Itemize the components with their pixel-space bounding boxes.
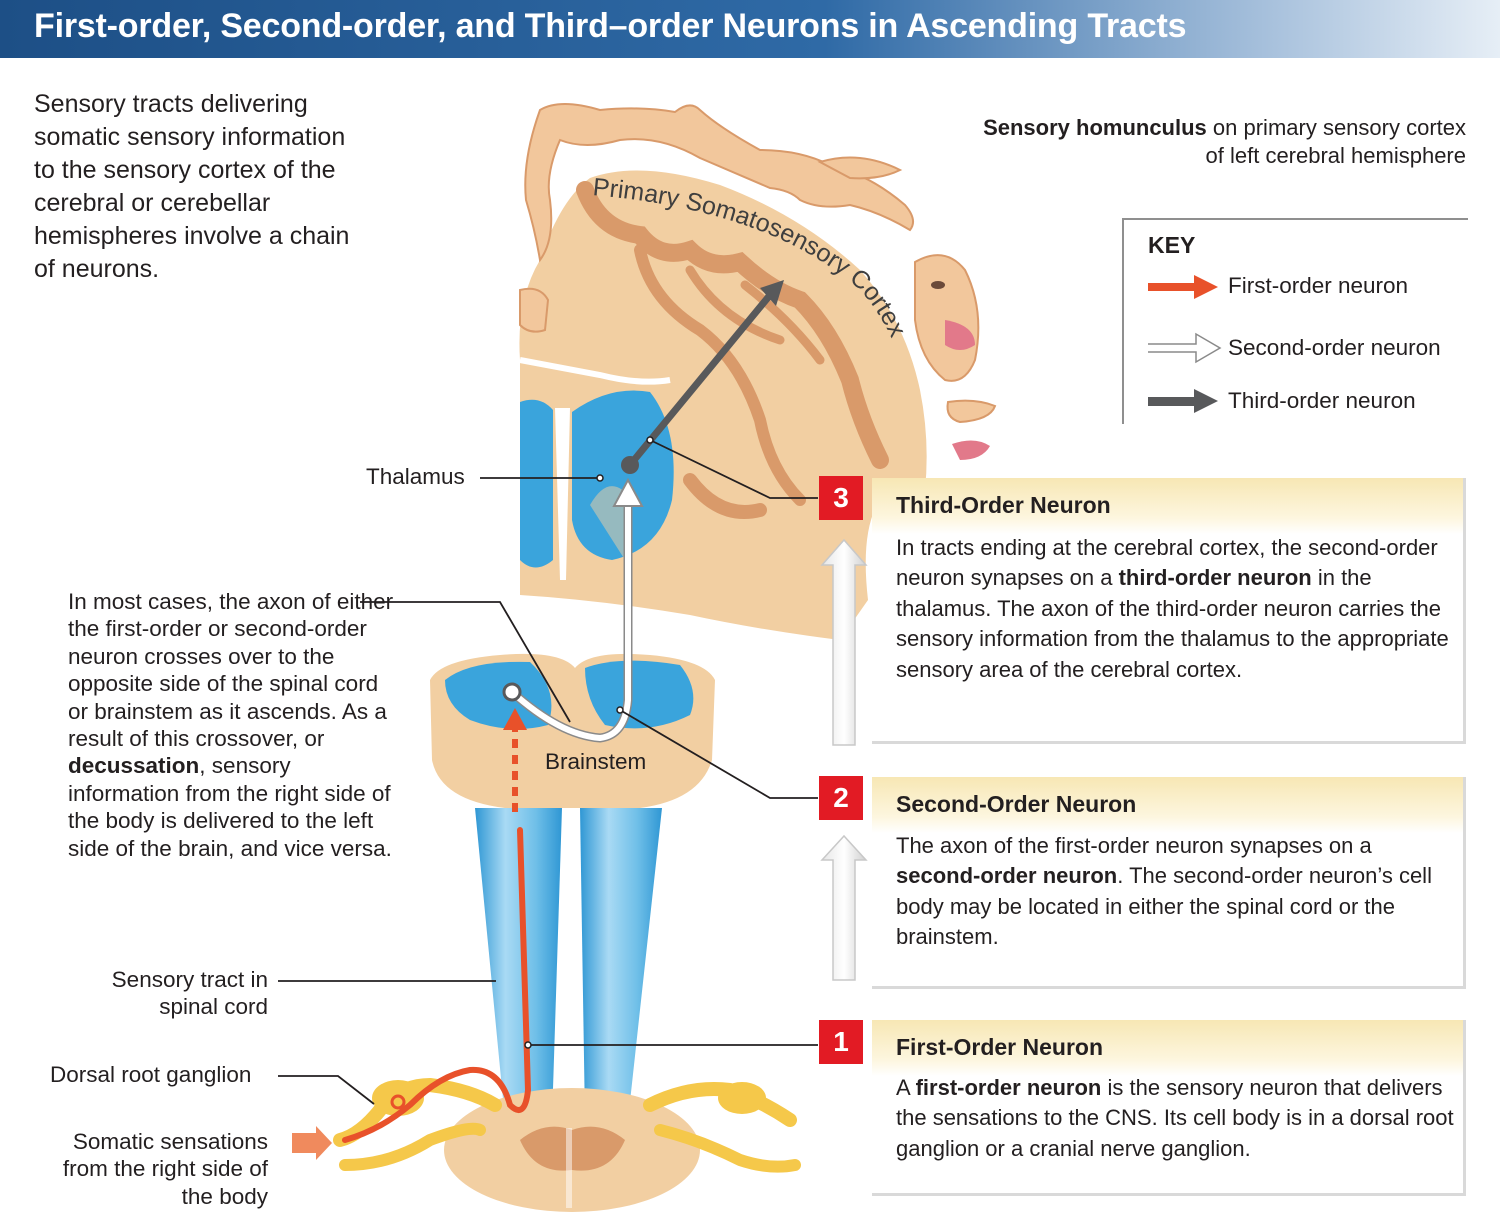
- title-bar: First-order, Second-order, and Third–ord…: [0, 0, 1500, 58]
- homunculus-caption-rest: on primary sensory cortex of left cerebr…: [1205, 115, 1466, 168]
- key-label-first-order: First-order neuron: [1228, 273, 1409, 298]
- step-1-title: First-Order Neuron: [896, 1034, 1104, 1060]
- step-2-title: Second-Order Neuron: [896, 791, 1137, 817]
- step-2-text: The axon of the first-order neuron synap…: [896, 831, 1454, 953]
- step-2-text-bold: second-order neuron: [896, 863, 1118, 889]
- step-3-panel: Third-Order Neuron In tracts ending at t…: [872, 478, 1466, 744]
- step-2-panel: Second-Order Neuron The axon of the firs…: [872, 777, 1466, 989]
- homunculus-caption-bold: Sensory homunculus: [983, 115, 1207, 140]
- first-order-neuron-path: [292, 708, 532, 1160]
- somatic-sensations-label: Somatic sensations from the right side o…: [62, 1129, 268, 1209]
- step-3-title: Third-Order Neuron: [896, 492, 1111, 518]
- third-order-key-arrow: [1148, 389, 1218, 413]
- key-label-second-order: Second-order neuron: [1228, 335, 1441, 360]
- cerebral-hemisphere-section: [519, 170, 927, 640]
- step-1-text-bold: first-order neuron: [915, 1075, 1102, 1100]
- leader-dots: [524, 436, 654, 1049]
- third-order-neuron-path: [621, 280, 784, 474]
- step-ascending-arrows: [820, 538, 868, 981]
- step-2-text-after: . The second-order neuron’s cell body ma…: [896, 863, 1432, 950]
- sensory-homunculus: [519, 103, 997, 460]
- spinal-cord-tract: [444, 808, 700, 1212]
- decussation-note: In most cases, the axon of either the fi…: [68, 588, 403, 862]
- homunculus-caption: Sensory homunculus on primary sensory co…: [960, 114, 1466, 170]
- leader-lines: [278, 439, 818, 1105]
- key-arrows: [1148, 275, 1222, 413]
- page-title: First-order, Second-order, and Third–ord…: [34, 7, 1187, 45]
- decussation-note-after: , sensory information from the right sid…: [68, 753, 392, 861]
- step-3-text-bold: third-order neuron: [1118, 565, 1312, 591]
- first-order-key-arrow: [1148, 275, 1218, 299]
- step-2-text-before: The axon of the first-order neuron synap…: [896, 833, 1372, 858]
- step-3-text-before: In tracts ending at the cerebral cortex,…: [896, 535, 1438, 591]
- step-2-badge: 2: [819, 776, 863, 820]
- second-order-key-arrow: [1148, 332, 1222, 364]
- sensory-tract-label: Sensory tract in spinal cord: [111, 967, 268, 1020]
- intro-text: Sensory tracts delivering somatic sensor…: [34, 90, 350, 283]
- second-order-neuron-path: [502, 477, 644, 743]
- step-1-badge: 1: [819, 1020, 863, 1064]
- step-3-text: In tracts ending at the cerebral cortex,…: [896, 533, 1454, 685]
- dorsal-root-ganglion-label: Dorsal root ganglion: [50, 1062, 252, 1087]
- step-1-panel: First-Order Neuron A first-order neuron …: [872, 1020, 1466, 1196]
- brainstem-label: Brainstem: [545, 749, 647, 774]
- step-1-text-after: is the sensory neuron that delivers the …: [896, 1075, 1454, 1161]
- decussation-term: decussation: [68, 753, 200, 779]
- dorsal-root-ganglion: [333, 1077, 801, 1173]
- key-title: KEY: [1148, 232, 1196, 258]
- step-3-text-after: in the thalamus. The axon of the third-o…: [896, 565, 1449, 682]
- step-3-badge: 3: [819, 476, 863, 520]
- brainstem-section: [430, 653, 715, 808]
- thalamus-label: Thalamus: [366, 464, 465, 489]
- decussation-note-before: In most cases, the axon of either the fi…: [68, 589, 394, 752]
- key-label-third-order: Third-order neuron: [1228, 388, 1416, 413]
- step-1-text-before: A: [896, 1075, 916, 1100]
- step-1-text: A first-order neuron is the sensory neur…: [896, 1073, 1454, 1164]
- key-panel: [1122, 218, 1468, 424]
